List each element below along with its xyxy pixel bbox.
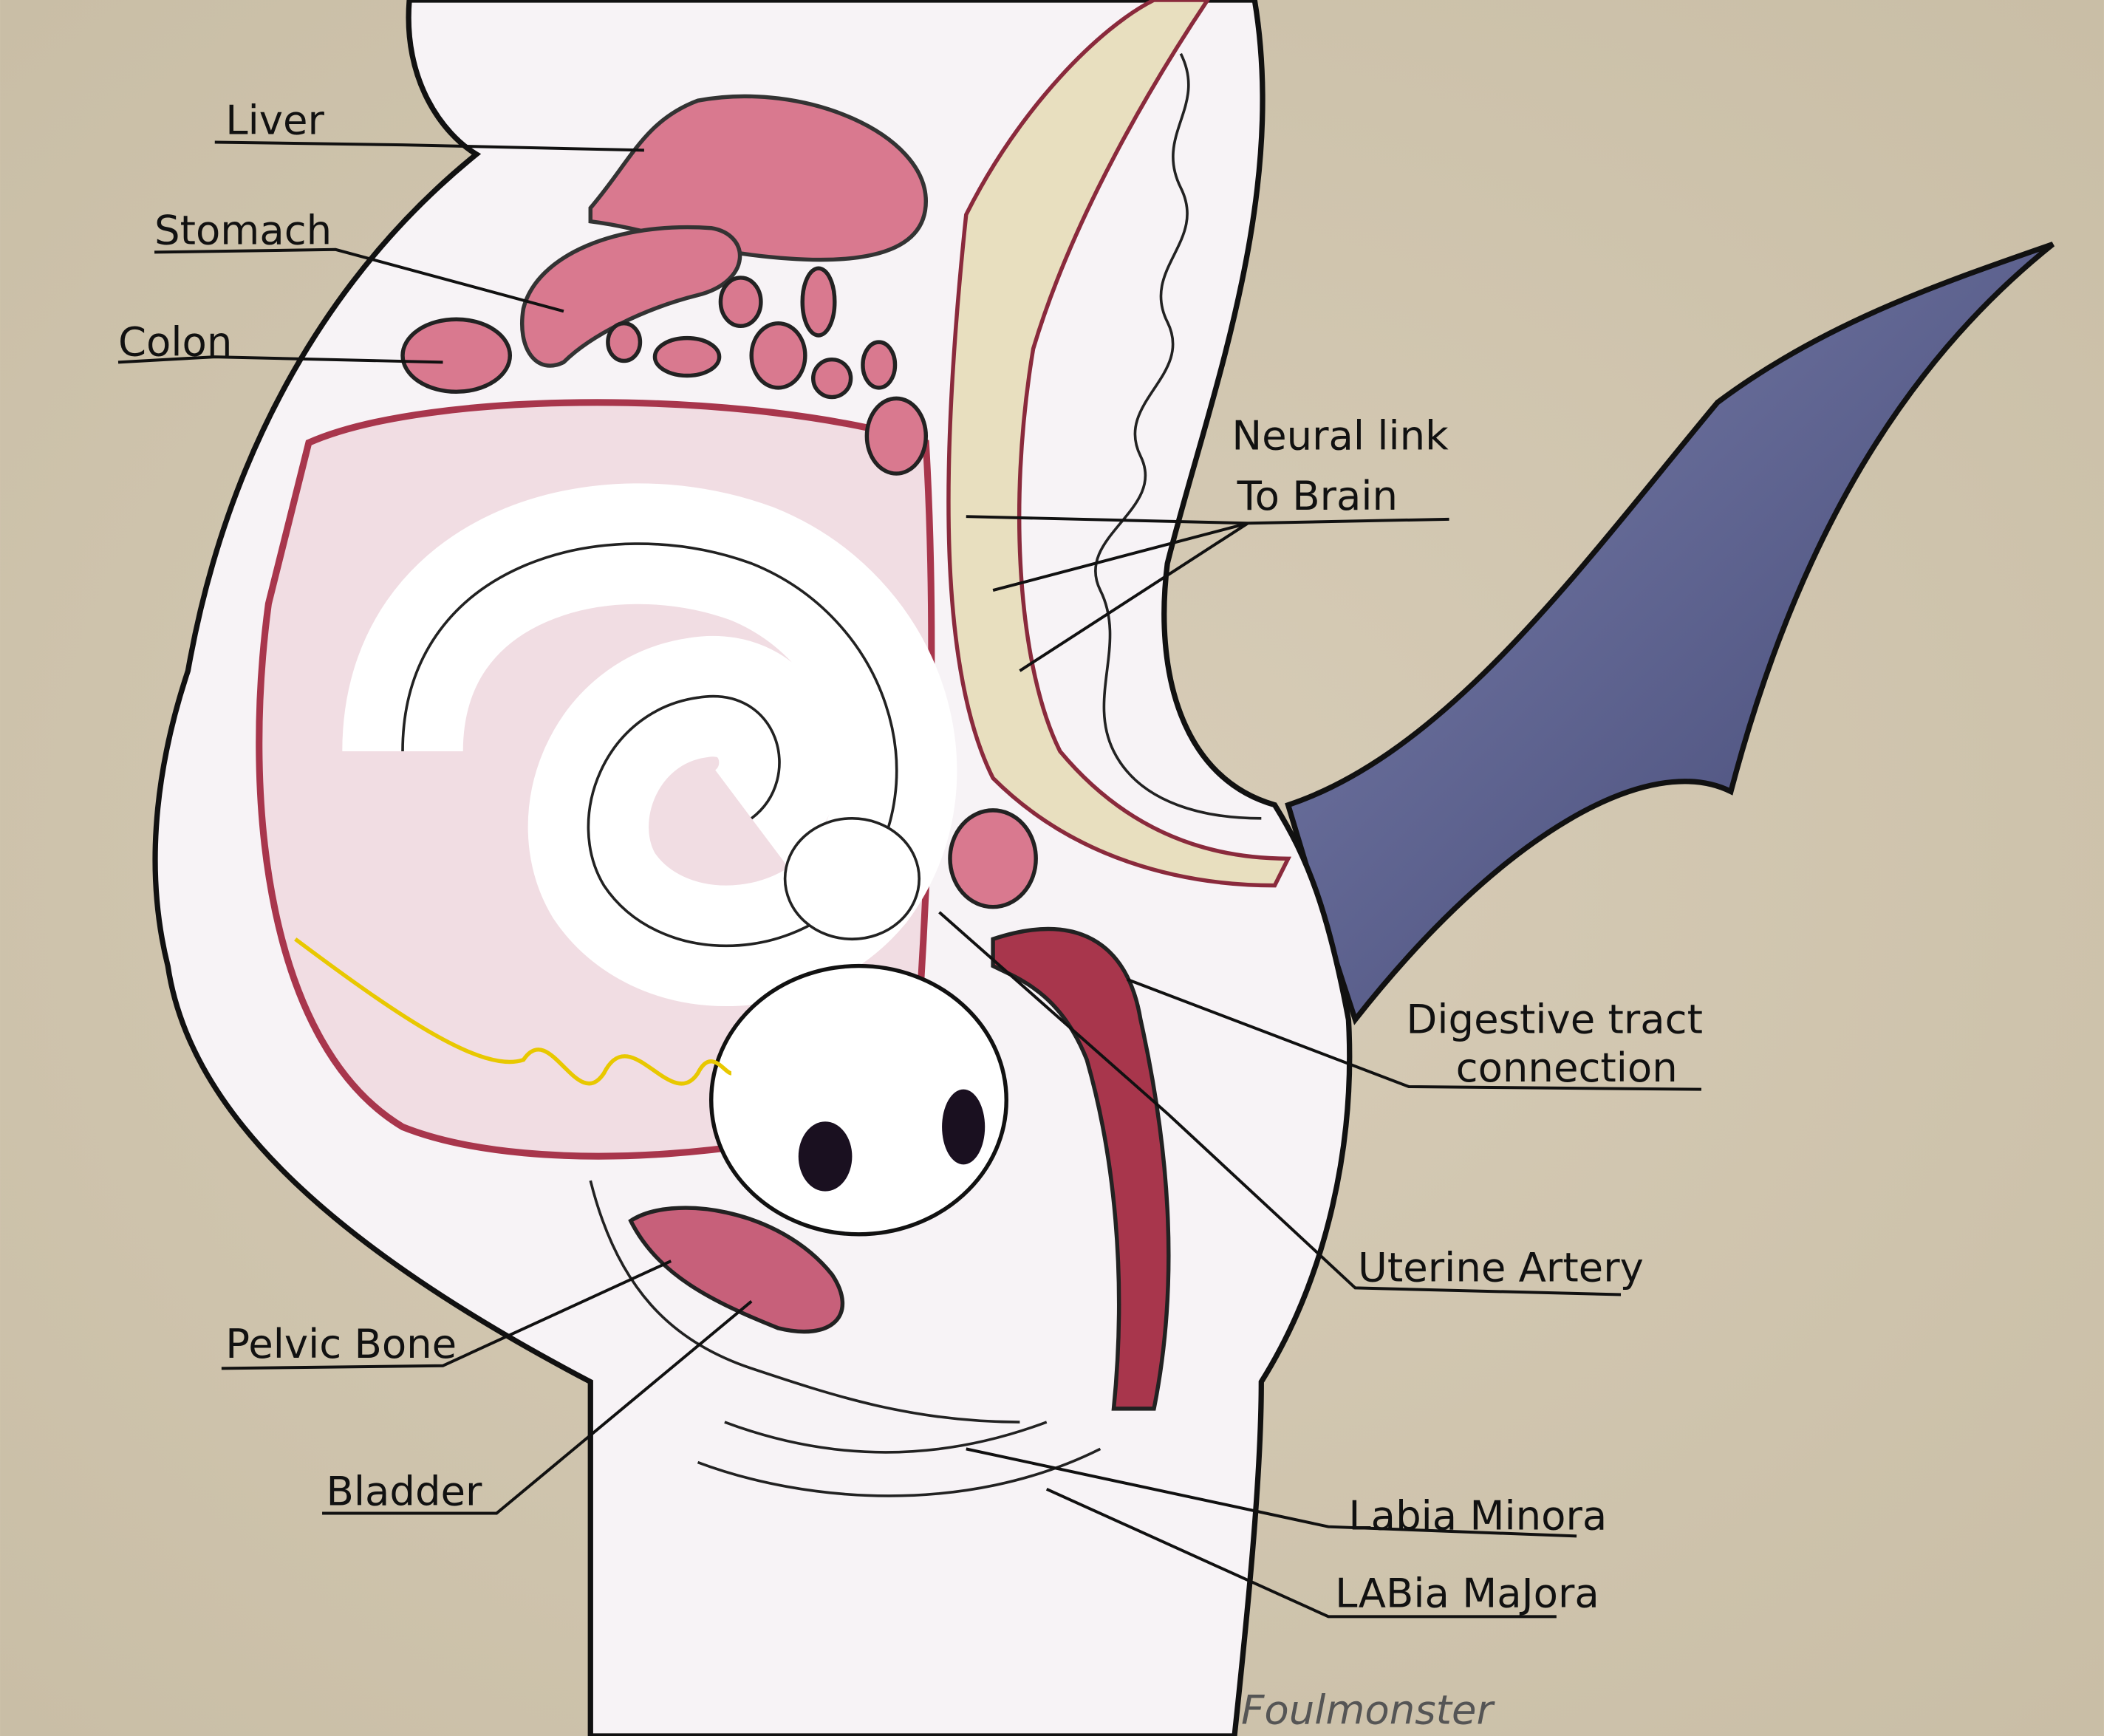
stomach (520, 225, 742, 368)
wing (1285, 242, 2055, 1025)
label-digestive-1: Digestive tract (1406, 995, 1703, 1042)
nerve-line (294, 937, 732, 1086)
label-stomach: Stomach (154, 207, 332, 254)
embryo (294, 483, 1008, 1237)
artist-signature: Foulmonster (1241, 1687, 1495, 1734)
colon-loops (400, 266, 1038, 909)
digestive-tract (991, 927, 1171, 1411)
label-uterine-artery: Uterine Artery (1358, 1243, 1644, 1291)
labia (697, 1421, 1101, 1497)
label-bladder: Bladder (327, 1468, 483, 1515)
spine (946, 0, 1292, 888)
label-neural-link-2: To Brain (1237, 472, 1398, 519)
spinal-cord-outline (1094, 52, 1262, 820)
pelvic-bone (589, 1180, 1020, 1424)
label-digestive-2: connection (1456, 1044, 1678, 1091)
leader-lines (117, 140, 1701, 1619)
label-colon: Colon (118, 318, 232, 365)
label-labia-majora: LABia MaJora (1335, 1570, 1599, 1617)
label-liver: Liver (225, 97, 324, 144)
label-neural-link-1: Neural link (1232, 411, 1449, 459)
label-pelvic-bone: Pelvic Bone (225, 1320, 457, 1367)
bladder (628, 1206, 845, 1334)
label-labia-minora: Labia Minora (1348, 1491, 1607, 1539)
